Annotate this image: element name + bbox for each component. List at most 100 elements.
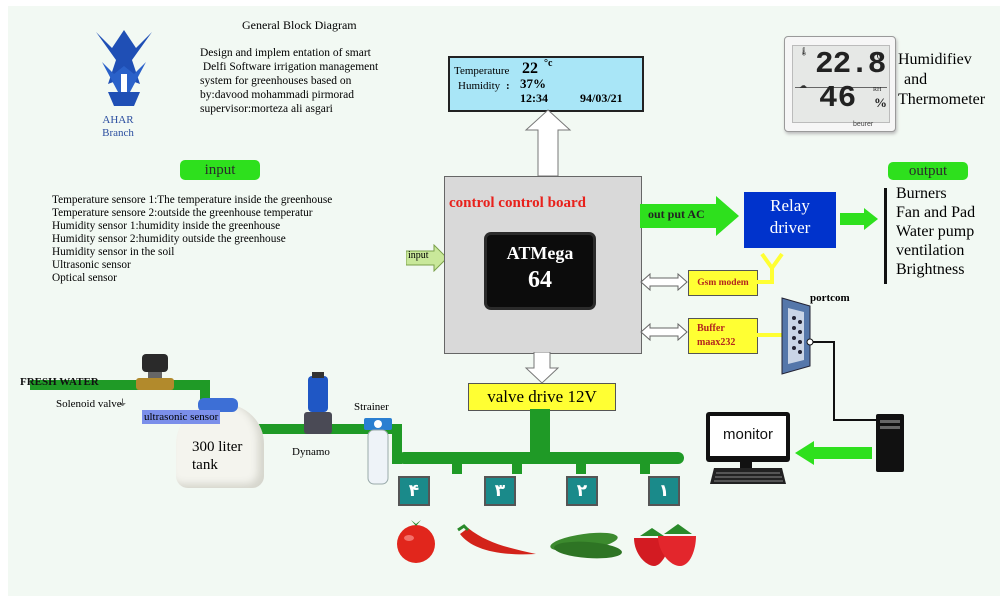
valve-drive: valve drive 12V bbox=[468, 383, 616, 411]
fresh-water-label: FRESH WATER bbox=[20, 376, 99, 388]
strawberry-icon bbox=[634, 524, 696, 566]
sensor-item: Humidity sensor 1:humidity inside the gr… bbox=[52, 220, 281, 232]
thermometer-label-line: Humidifiev bbox=[898, 51, 972, 68]
input-arrow-icon bbox=[406, 244, 448, 272]
thermometer-device: 🌡 22.8 °C ☁ 46 RH % beurer bbox=[784, 36, 896, 132]
gsm-double-arrow-icon bbox=[640, 272, 688, 292]
lcd-date: 94/03/21 bbox=[580, 91, 623, 105]
lcd-humidity-value: 37% bbox=[520, 76, 546, 91]
output-ac-arrow-icon bbox=[640, 196, 739, 236]
sensor-item: Humidity sensor 2:humidity outside the g… bbox=[52, 233, 286, 245]
output-item: ventilation bbox=[896, 242, 965, 259]
logo-line-2: Branch bbox=[102, 127, 134, 139]
ultrasonic-sensor-device bbox=[198, 398, 238, 412]
lcd-display: Temperature 22 °c Humidity : 37% 12:34 9… bbox=[448, 56, 644, 112]
buffer-double-arrow-icon bbox=[640, 322, 688, 342]
tomato-icon bbox=[397, 520, 435, 563]
buffer-line-2: maax232 bbox=[697, 337, 736, 348]
thermometer-icon: 🌡 bbox=[799, 47, 810, 56]
sensor-item: Temperature sensore 1:The temperature in… bbox=[52, 194, 333, 206]
buffer-line-1: Buffer bbox=[697, 323, 725, 334]
description-line: system for greenhouses based on bbox=[200, 75, 352, 87]
output-pill: output bbox=[888, 162, 968, 180]
arrow-to-lcd-icon bbox=[524, 109, 572, 177]
strainer-filter-icon bbox=[364, 418, 392, 485]
device-temp-unit: °C bbox=[873, 51, 883, 61]
valve-drive-pipe bbox=[530, 409, 550, 455]
droplet-icon: ☁ bbox=[799, 81, 807, 90]
description-line: supervisor:morteza ali asgari bbox=[200, 103, 333, 115]
cucumber-icon bbox=[550, 532, 622, 559]
gsm-modem: Gsm modem bbox=[688, 270, 758, 296]
output-item: Water pump bbox=[896, 223, 975, 240]
sensor-list: Temperature sensore 1:The temperature in… bbox=[52, 194, 332, 285]
output-bracket bbox=[884, 188, 887, 284]
sensor-item: Ultrasonic sensor bbox=[52, 259, 131, 271]
device-hum-unit: % bbox=[874, 95, 887, 110]
strainer-label: Strainer bbox=[354, 401, 389, 413]
zone-1: ۱ bbox=[648, 476, 680, 506]
project-description: Design and implem entation of smart Delf… bbox=[200, 46, 378, 116]
keyboard-icon bbox=[710, 468, 786, 484]
serial-cable-icon bbox=[806, 338, 888, 421]
gsm-antenna-icon bbox=[756, 252, 784, 284]
input-pill: input bbox=[180, 160, 260, 180]
pump-icon bbox=[304, 372, 332, 434]
lcd-colon: : bbox=[506, 80, 510, 92]
tank-label-line-2: tank bbox=[192, 457, 218, 473]
device-rh: RH bbox=[873, 87, 882, 93]
tank-label-line-1: 300 liter bbox=[192, 439, 243, 455]
relay-line-1: Relay bbox=[770, 196, 810, 215]
solenoid-symbol: ⏚ bbox=[118, 398, 128, 408]
solenoid-valve-icon bbox=[136, 354, 174, 390]
device-temp-reading: 22.8 bbox=[815, 47, 886, 82]
description-line: Design and implem entation of smart bbox=[200, 47, 371, 59]
zone-4: ۴ bbox=[398, 476, 430, 506]
solenoid-label: Solenoid valve bbox=[56, 398, 122, 410]
buffer-connector bbox=[756, 333, 786, 337]
fresh-water-pipe bbox=[30, 380, 210, 390]
relay-output-arrow-icon bbox=[840, 208, 878, 230]
relay-line-2: driver bbox=[769, 218, 811, 237]
buffer-box: Buffer maax232 bbox=[688, 318, 758, 354]
pc-to-monitor-arrow-icon bbox=[795, 441, 872, 465]
solenoid-down-pipe bbox=[200, 380, 210, 410]
thermometer-label: Humidifiev and Thermometer bbox=[898, 50, 985, 110]
dynamo-label: Dynamo bbox=[292, 446, 330, 458]
description-line: by:davood mohammadi pirmorad bbox=[200, 89, 354, 101]
sensor-item: Temperature sensore 2:outside the greenh… bbox=[52, 207, 313, 219]
lcd-temp-label: Temperature bbox=[454, 65, 510, 77]
university-logo-icon bbox=[96, 30, 152, 106]
ultrasonic-label: ultrasonic sensor bbox=[142, 410, 221, 424]
output-ac-label: out put AC bbox=[648, 207, 705, 221]
lcd-time: 12:34 bbox=[520, 91, 548, 105]
arrow-to-valve-drive-icon bbox=[524, 352, 560, 384]
thermometer-label-line: Thermometer bbox=[898, 91, 986, 108]
distribution-pipe bbox=[398, 452, 684, 464]
portcom-label: portcom bbox=[810, 292, 850, 304]
output-list: Burners Fan and Pad Water pump ventilati… bbox=[896, 184, 975, 279]
control-board-title: control control board bbox=[449, 195, 586, 211]
lcd-temp-unit: °c bbox=[544, 58, 553, 69]
logo-caption: AHAR Branch bbox=[98, 114, 138, 140]
logo-line-1: AHAR bbox=[102, 114, 134, 126]
chip-label-line-1: ATMega bbox=[506, 243, 574, 263]
strainer-down-pipe bbox=[392, 424, 402, 464]
device-hum-reading: 46 bbox=[819, 81, 857, 116]
device-brand: beurer bbox=[853, 121, 874, 128]
zone-2: ۲ bbox=[566, 476, 598, 506]
sensor-item: Optical sensor bbox=[52, 272, 117, 284]
pc-tower bbox=[876, 414, 904, 472]
serial-port-icon bbox=[781, 297, 811, 375]
chip-label-line-2: 64 bbox=[528, 267, 552, 293]
zone-3: ۳ bbox=[484, 476, 516, 506]
atmega-chip: ATMega 64 bbox=[487, 235, 593, 307]
output-item: Burners bbox=[896, 185, 947, 202]
monitor-label: monitor bbox=[722, 426, 774, 443]
chili-pepper-icon bbox=[457, 524, 536, 555]
relay-driver: Relay driver bbox=[744, 192, 836, 248]
lcd-humidity-label: Humidity bbox=[458, 80, 501, 92]
tank-label: 300 liter tank bbox=[192, 438, 242, 474]
sensor-item: Humidity sensor in the soil bbox=[52, 246, 175, 258]
input-arrow-label: input bbox=[408, 250, 429, 261]
